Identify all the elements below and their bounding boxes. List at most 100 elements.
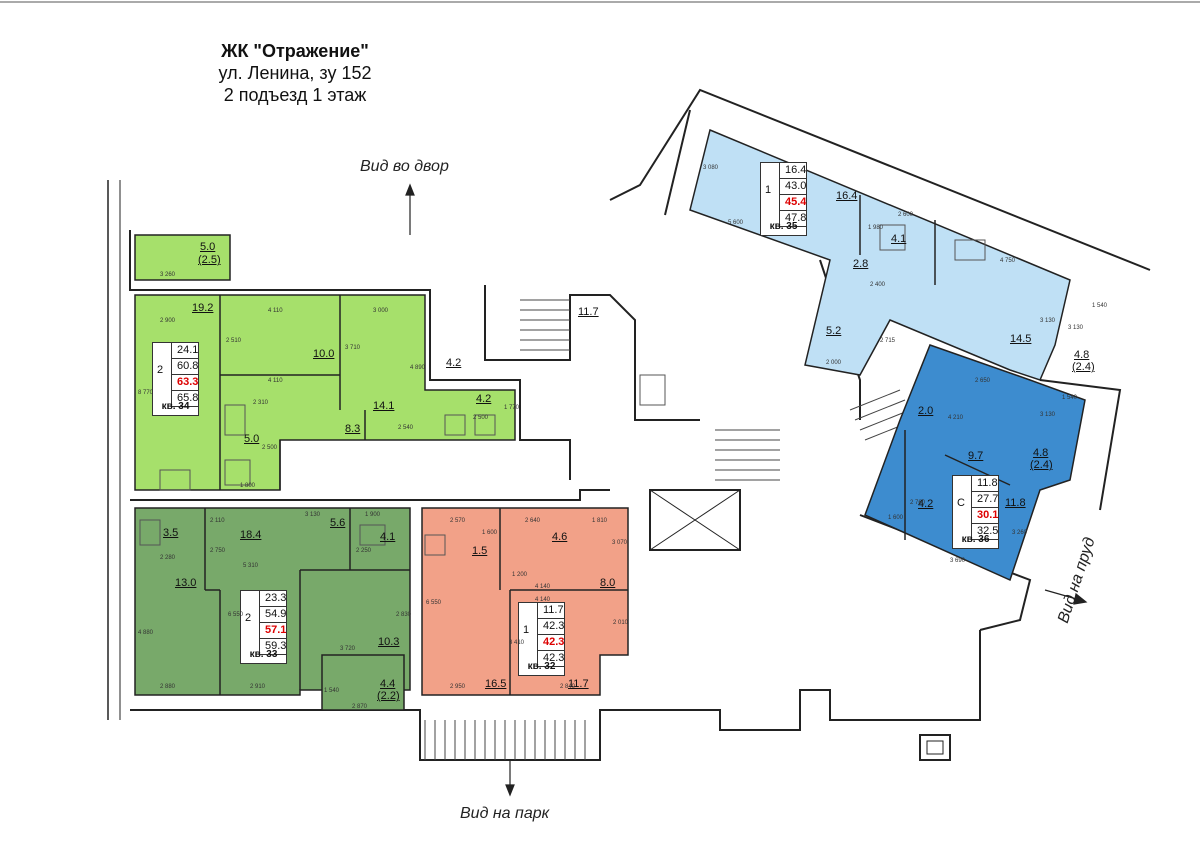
room-area-label: 4.6 — [552, 531, 568, 543]
room-area-label: 8.3 — [345, 423, 361, 435]
room-area-label: 10.0 — [313, 348, 335, 360]
dimension-label: 3 710 — [345, 345, 361, 351]
dimension-label: 2 000 — [826, 360, 842, 366]
total-area: 42.3 — [538, 619, 564, 635]
room-count: 2 — [245, 612, 252, 624]
dimension-label: 3 130 — [1068, 325, 1084, 331]
dimension-label: 4 210 — [948, 415, 964, 421]
dimension-label: 2 540 — [398, 425, 414, 431]
view-park-label: Вид на парк — [460, 805, 550, 822]
living-area: 23.3 — [260, 591, 286, 607]
apartment-34-info: 2 24.1 60.8 63.3 65.8 кв. 34 — [152, 342, 199, 416]
room-area-label: 4.1 — [891, 233, 907, 245]
dimension-label: 5 600 — [728, 220, 744, 226]
dimension-label: 3 690 — [950, 558, 966, 564]
living-area: 11.7 — [538, 603, 564, 619]
apartment-number: кв. 35 — [769, 221, 798, 232]
room-area-label: 5.2 — [826, 325, 842, 337]
dimension-label: 5 310 — [243, 563, 259, 569]
room-area-label: 18.4 — [240, 529, 262, 541]
room-area-label: 3.5 — [163, 527, 179, 539]
dimension-label: 2 400 — [870, 282, 886, 288]
dimension-label: 3 130 — [1040, 412, 1056, 418]
apartment-33-balcony — [321, 654, 405, 711]
dimension-label: 1 980 — [868, 225, 884, 231]
dimension-label: 4 110 — [268, 308, 283, 314]
dimension-label: 2 760 — [910, 500, 926, 506]
dimension-label: 1 540 — [324, 688, 340, 694]
room-area-label: 2.0 — [918, 405, 934, 417]
room-area-label: (2.4) — [1072, 361, 1095, 373]
dimension-label: 3 130 — [1040, 318, 1056, 324]
dimension-label: 2 010 — [613, 620, 629, 626]
dimension-label: 1 810 — [592, 518, 608, 524]
dimension-label: 2 900 — [160, 318, 176, 324]
reduced-area: 63.3 — [172, 375, 198, 391]
full-area: 65.8 — [172, 391, 198, 407]
dimension-label: 1 540 — [1092, 303, 1108, 309]
room-count: 1 — [765, 184, 772, 196]
room-area-label: 5.0 — [200, 241, 216, 253]
room-area-label: 9.7 — [968, 450, 984, 462]
address: ул. Ленина, зу 152 — [218, 63, 372, 83]
room-area-label: 14.1 — [373, 400, 395, 412]
dimension-label: 1 600 — [888, 515, 904, 521]
dimension-label: 2 500 — [262, 445, 278, 451]
dimension-label: 1 540 — [1062, 395, 1078, 401]
dimension-label: 2 910 — [250, 684, 266, 690]
total-area: 60.8 — [172, 359, 198, 375]
view-yard-label: Вид во двор — [360, 158, 449, 175]
apartment-number: кв. 33 — [249, 649, 278, 660]
dimension-label: 6 550 — [426, 600, 442, 606]
dimension-label: 4 110 — [268, 378, 283, 384]
dimension-label: 2 840 — [560, 684, 576, 690]
dimension-label: 3 070 — [612, 540, 628, 546]
dimension-label: 4 140 — [535, 597, 551, 603]
dimension-label: 1 800 — [240, 483, 256, 489]
fixtures — [139, 224, 986, 556]
room-area-label: 4.2 — [918, 498, 934, 510]
dimension-label: 2 880 — [160, 684, 176, 690]
room-area-label: 11.7 — [568, 678, 589, 690]
dimension-label: 6 550 — [228, 612, 244, 618]
reduced-area: 57.1 — [260, 623, 286, 639]
room-area-label: 5.6 — [330, 517, 346, 529]
dimension-label: 2 280 — [160, 555, 176, 561]
apartment-33-info: 2 23.3 54.9 57.1 59.3 кв. 33 — [240, 590, 287, 664]
dimension-label: 1 200 — [512, 572, 528, 578]
dimension-label: 2 500 — [473, 415, 489, 421]
dimension-label: 2 250 — [356, 548, 372, 554]
room-area-label: 14.5 — [1010, 333, 1032, 345]
room-area-label: 4.2 — [446, 357, 462, 369]
apt34-balcony — [134, 234, 231, 281]
room-count: С — [957, 497, 965, 509]
full-area: 32.5 — [972, 524, 998, 540]
corridor-area-label: 11.7 — [578, 306, 599, 318]
living-area: 16.4 — [780, 163, 806, 179]
room-area-label: 2.8 — [853, 258, 869, 270]
room-area-label: (2.2) — [377, 690, 400, 702]
room-count: 2 — [157, 364, 164, 376]
dimension-label: 2 640 — [525, 518, 541, 524]
room-area-label: 4.8 — [1074, 349, 1090, 361]
dimension-label: 2 715 — [880, 338, 896, 344]
dimension-label: 3 410 — [509, 640, 525, 646]
room-area-label: 10.3 — [378, 636, 400, 648]
apartment-32-zone — [421, 507, 629, 696]
living-area: 11.8 — [972, 476, 998, 492]
apartment-32-info: 1 11.7 42.3 42.3 42.3 кв. 32 — [518, 602, 565, 676]
apartment-number: кв. 32 — [527, 661, 556, 672]
full-area: 47.8 — [780, 211, 806, 227]
dimension-label: 4 140 — [535, 584, 551, 590]
full-area: 59.3 — [260, 639, 286, 655]
dimension-label: 3 000 — [373, 308, 389, 314]
apartment-number: кв. 36 — [961, 534, 990, 545]
dimension-label: 4 880 — [138, 630, 154, 636]
dimension-label: 2 310 — [253, 400, 269, 406]
total-area: 27.7 — [972, 492, 998, 508]
dimension-label: 2 110 — [210, 518, 225, 524]
room-area-label: 16.5 — [485, 678, 507, 690]
plan-header: ЖК "Отражение" ул. Ленина, зу 152 2 подъ… — [160, 40, 430, 106]
living-area: 24.1 — [172, 343, 198, 359]
